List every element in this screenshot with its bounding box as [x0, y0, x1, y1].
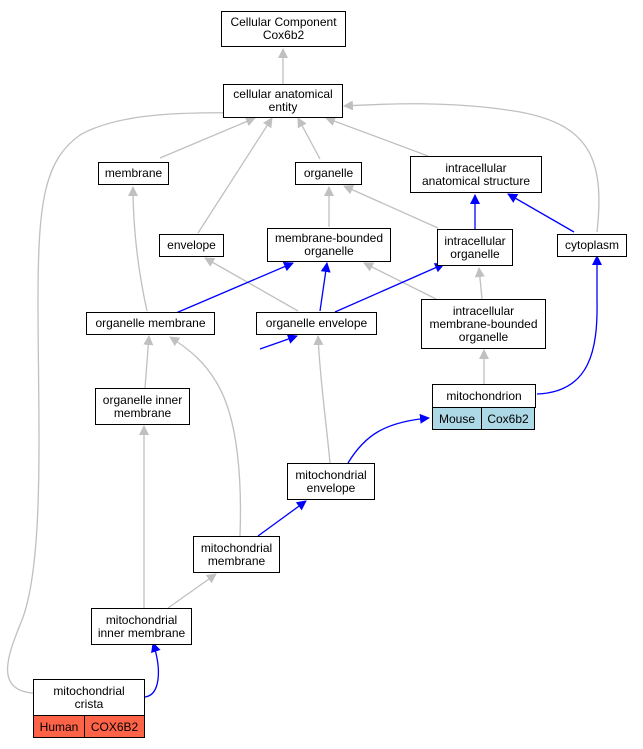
edge-menv-oe	[313, 335, 331, 464]
edge-oim-om	[143, 335, 154, 389]
edge-membrane-cae	[159, 116, 256, 159]
node-cellular-component[interactable]: Cellular Component Cox6b2	[221, 11, 346, 47]
node-envelope[interactable]: envelope	[159, 234, 224, 257]
edge-cytoplasm-ias	[507, 193, 575, 233]
node-membrane[interactable]: membrane	[98, 162, 169, 185]
edge-io-organelle	[343, 185, 439, 229]
species-badge-mouse: Mouse	[432, 407, 482, 430]
edge-mmem-om	[169, 336, 242, 537]
edge-oe-io	[334, 263, 445, 313]
edge-om-mbo	[175, 261, 294, 314]
edge-crista-mim	[144, 642, 161, 698]
node-mitochondrial-inner-membrane[interactable]: mitochondrial inner membrane	[91, 608, 192, 645]
edge-menv-mito	[347, 413, 430, 464]
mitochondrion-annotation-row: Mouse Cox6b2	[432, 407, 536, 430]
edge-organelle-cae	[297, 117, 321, 160]
node-mitochondrial-membrane[interactable]: mitochondrial membrane	[193, 536, 280, 573]
gene-badge-human: COX6B2	[84, 715, 145, 738]
node-mitochondrion[interactable]: mitochondrion	[432, 384, 536, 408]
edge-mmem-menv	[257, 500, 307, 537]
node-organelle-inner-membrane[interactable]: organelle inner membrane	[95, 388, 190, 425]
edge-imbo-io	[474, 267, 485, 300]
edge-menv-oe	[259, 334, 298, 350]
node-mitochondrial-crista[interactable]: mitochondrial crista	[33, 679, 145, 716]
edge-ias-cae	[325, 116, 429, 157]
gene-badge-mouse: Cox6b2	[481, 407, 535, 430]
species-badge-human: Human	[33, 715, 85, 738]
node-organelle-membrane[interactable]: organelle membrane	[86, 312, 215, 335]
node-membrane-bounded-organelle[interactable]: membrane-bounded organelle	[267, 228, 391, 262]
node-cellular-anatomical-entity[interactable]: cellular anatomical entity	[223, 84, 343, 118]
edge-mito-cytoplasm	[536, 255, 602, 395]
node-intracellular-organelle[interactable]: intracellular organelle	[437, 229, 513, 266]
node-mitochondrial-envelope[interactable]: mitochondrial envelope	[287, 463, 375, 500]
node-cytoplasm[interactable]: cytoplasm	[557, 234, 627, 257]
node-intracellular-anatomical-structure[interactable]: intracellular anatomical structure	[410, 156, 542, 193]
node-intracellular-membrane-bounded-organelle[interactable]: intracellular membrane-bounded organelle	[421, 299, 546, 349]
edge-envelope-cae	[197, 117, 273, 234]
node-organelle-envelope[interactable]: organelle envelope	[256, 312, 377, 335]
edge-cytoplasm-cae	[343, 100, 600, 233]
edge-oe-envelope	[204, 257, 299, 312]
crista-annotation-row: Human COX6B2	[33, 715, 145, 738]
node-organelle[interactable]: organelle	[295, 162, 362, 185]
edge-mim-mmem	[167, 573, 217, 609]
edge-crista-cae	[6, 107, 252, 694]
edge-oe-mbo	[319, 262, 331, 312]
edge-om-membrane	[128, 186, 148, 312]
edge-imbo-mbo	[363, 262, 437, 300]
